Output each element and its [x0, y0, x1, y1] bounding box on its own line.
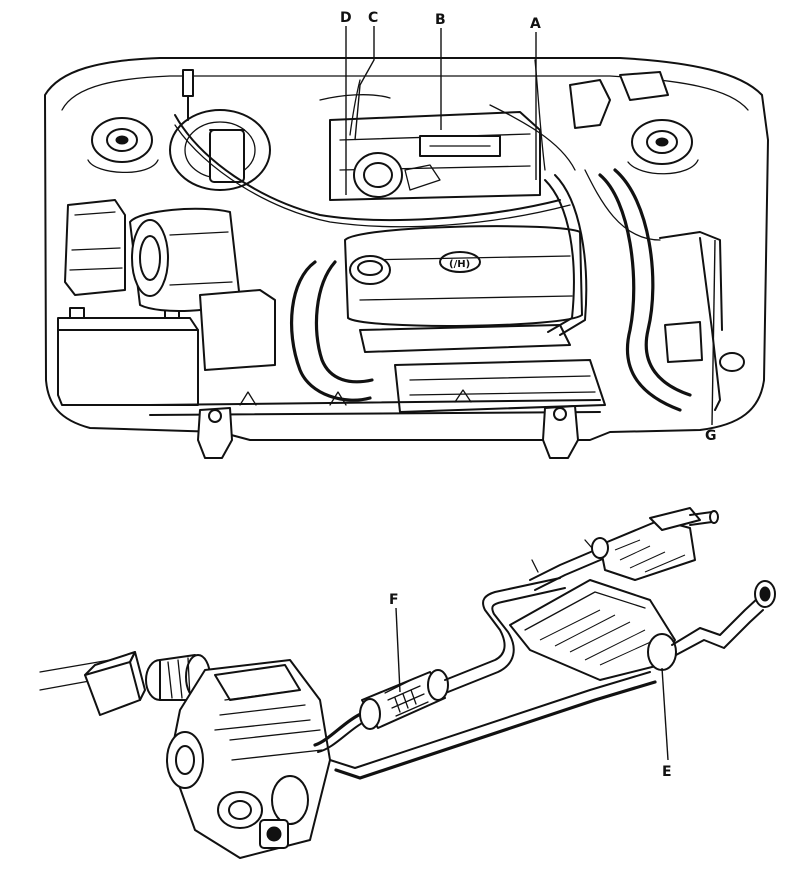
canister — [84, 651, 146, 716]
callout-f: F — [389, 592, 399, 608]
exhaust-system-illustration — [39, 507, 776, 859]
catalytic-converter — [359, 669, 449, 730]
engine-bay-outline — [44, 57, 769, 441]
engine-callouts: D C B A G — [340, 10, 717, 444]
leader-c — [354, 26, 375, 141]
engine-assembly — [166, 659, 331, 859]
svg-text:(/H): (/H) — [449, 259, 470, 270]
engine-block: (/H) — [329, 111, 606, 413]
callout-g: G — [705, 428, 717, 444]
callout-c: C — [368, 10, 378, 26]
left-strut-tower — [87, 117, 159, 174]
fluid-reservoir — [182, 69, 194, 121]
leader-e — [661, 667, 669, 761]
valve-cover — [344, 225, 583, 327]
leader-g — [711, 239, 716, 426]
right-harness-components — [569, 71, 745, 411]
callout-a: A — [530, 16, 541, 32]
exhaust-callouts: F E — [389, 592, 672, 780]
muffler — [509, 579, 677, 681]
front-crossmember — [149, 389, 601, 459]
radiator-hoses — [290, 168, 692, 412]
brake-booster — [169, 109, 271, 191]
engine-bay-illustration: (/H) — [44, 57, 769, 459]
relay-box — [64, 199, 126, 296]
callout-e: E — [662, 764, 672, 780]
callout-b: B — [435, 12, 446, 28]
battery — [57, 307, 199, 406]
leader-f — [395, 607, 401, 693]
callout-d: D — [340, 10, 352, 26]
air-cleaner — [129, 207, 276, 371]
rear-silencer — [529, 507, 719, 591]
right-strut-tower — [627, 119, 699, 175]
wiring-harness — [174, 104, 588, 336]
